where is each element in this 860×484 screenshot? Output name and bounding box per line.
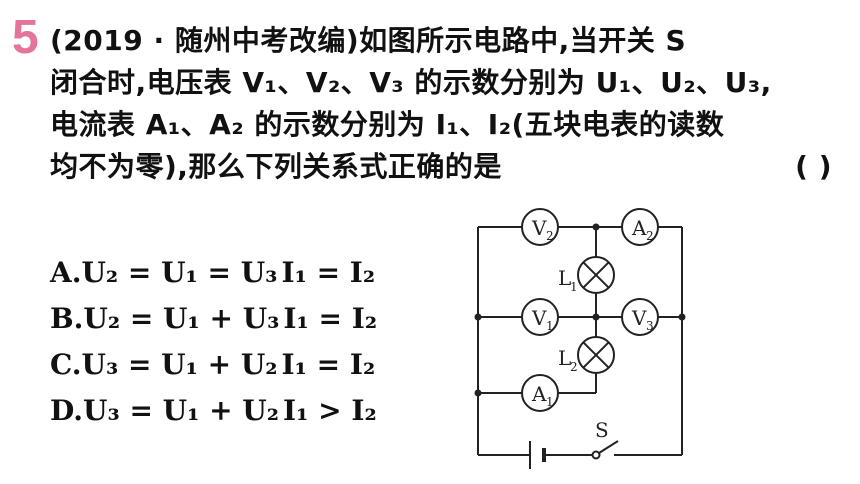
meter-label: V: [531, 216, 547, 240]
voltmeter-v1-icon: V 1: [521, 298, 559, 336]
lamp-subscript: 1: [570, 280, 578, 294]
voltmeter-v2-icon: V 2: [521, 208, 559, 246]
option-letter: D.: [50, 394, 84, 427]
stem-text-1: 如图所示电路中,当开关 S: [359, 24, 687, 57]
meter-subscript: 1: [546, 319, 554, 333]
stem-text-4: 均不为零),那么下列关系式正确的是: [50, 150, 502, 183]
meter-label: A: [531, 382, 547, 406]
stem-line-2: 闭合时,电压表 V₁、V₂、V₃ 的示数分别为 U₁、U₂、U₃,: [50, 66, 772, 99]
voltmeter-v3-icon: V 3: [621, 298, 659, 336]
ammeter-a1-icon: A 1: [521, 374, 559, 412]
lamp-label: L: [558, 266, 571, 290]
meter-subscript: 3: [646, 319, 654, 333]
lamp-l1-icon: L 1: [558, 256, 615, 294]
meter-subscript: 2: [546, 229, 554, 243]
lamp-l2-icon: L 2: [558, 336, 615, 374]
stem-line-4: 均不为零),那么下列关系式正确的是 ( ): [50, 146, 850, 188]
meter-label: V: [531, 306, 547, 330]
stem-line-3: 电流表 A₁、A₂ 的示数分别为 I₁、I₂(五块电表的读数: [50, 108, 725, 141]
option-current-relation: I₁ = I₂: [281, 348, 376, 381]
battery-icon: [529, 441, 546, 469]
meter-label: V: [631, 306, 647, 330]
circuit-wires: [477, 226, 683, 456]
option-letter: C.: [50, 348, 82, 381]
meter-label: A: [631, 216, 647, 240]
option-voltage-relation: U₃ = U₁ + U₂: [83, 394, 279, 427]
option-voltage-relation: U₃ = U₁ + U₂: [81, 348, 278, 381]
option-letter: A.: [50, 256, 82, 289]
option-current-relation: I₁ > I₂: [283, 394, 377, 427]
answer-blank: ( ): [795, 150, 832, 183]
stem-line-1: (2019 · 随州中考改编)如图所示电路中,当开关 S: [50, 20, 850, 62]
option-voltage-relation: U₂ = U₁ = U₃: [81, 256, 278, 289]
question-stem: (2019 · 随州中考改编)如图所示电路中,当开关 S 闭合时,电压表 V₁、…: [50, 20, 850, 188]
option-current-relation: I₁ = I₂: [281, 256, 376, 289]
lamp-subscript: 2: [570, 360, 578, 374]
option-current-relation: I₁ = I₂: [283, 302, 378, 335]
meter-subscript: 2: [646, 229, 654, 243]
lamp-label: L: [558, 346, 571, 370]
junction-dots: [474, 223, 686, 397]
option-letter: B.: [50, 302, 84, 335]
ammeter-a2-icon: A 2: [621, 208, 659, 246]
question-source: (2019 · 随州中考改编): [50, 24, 360, 57]
switch-icon: S: [591, 418, 619, 460]
meter-subscript: 1: [546, 395, 554, 409]
question-number: 5: [12, 11, 39, 64]
circuit-diagram: V 2 A 2 V 1 V 3 A 1 L 1 L 2: [474, 208, 686, 469]
switch-label: S: [595, 418, 609, 442]
option-voltage-relation: U₂ = U₁ + U₃: [83, 302, 280, 335]
